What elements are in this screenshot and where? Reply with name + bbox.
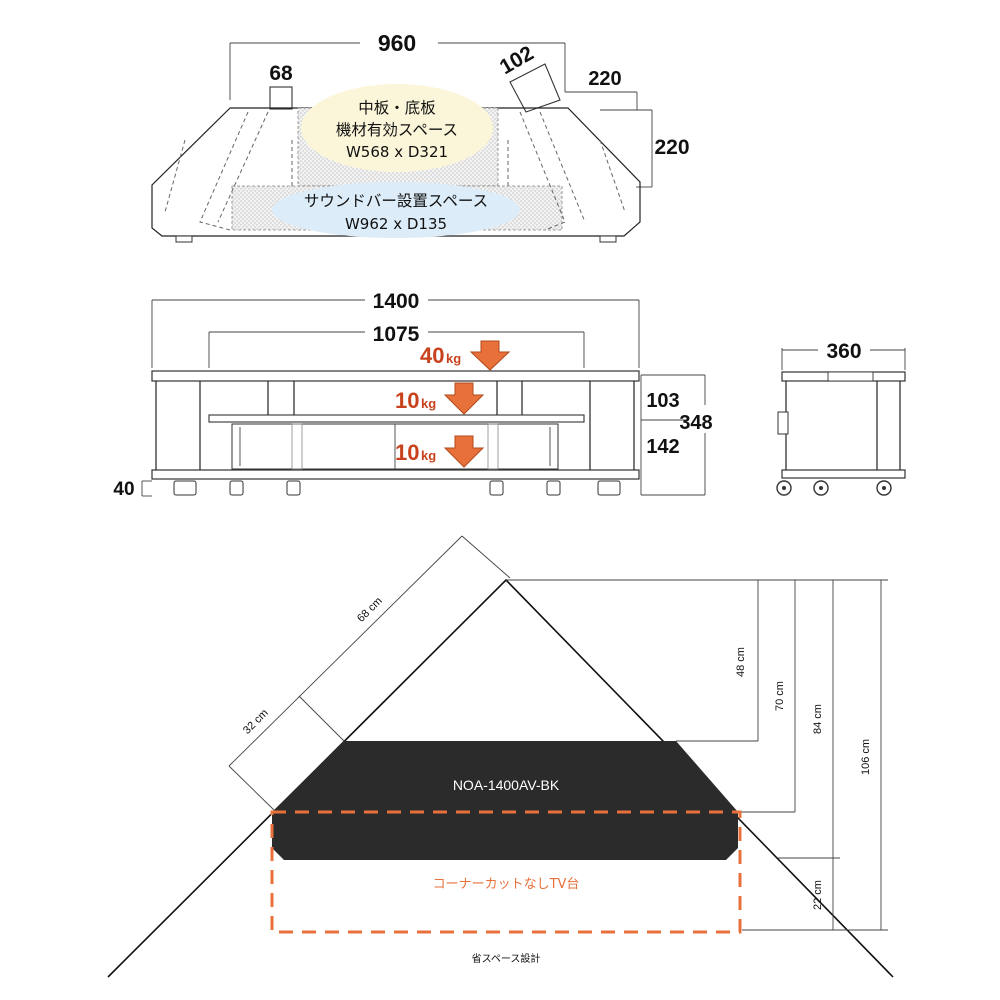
load-top: 40 kg [420, 340, 511, 371]
front-leg-height: 40 [113, 479, 134, 500]
load-bottom: 10 kg [395, 435, 485, 468]
model-name-label: NOA-1400AV-BK [453, 777, 560, 793]
height-22-label: 22 cm [812, 880, 824, 910]
regular-stand-outline [270, 810, 742, 934]
bubble1-line3: W568 x D321 [346, 143, 448, 161]
corner-tv-stand [272, 741, 738, 860]
top-view: 960 68 102 220 220 中板・底板 機材有効 [151, 30, 690, 243]
load-top-value: 40 [420, 343, 444, 368]
top-side-label-b: 220 [654, 136, 689, 159]
load-bottom-unit: kg [421, 448, 436, 463]
front-total-height: 348 [679, 412, 712, 434]
corner-view: 68 cm 32 cm 48 cm 70 cm 84 cm 106 cm 22 … [107, 535, 894, 978]
front-inner-width: 1075 [373, 323, 420, 346]
load-bottom-value: 10 [395, 440, 419, 465]
down-arrow-icon [469, 340, 511, 371]
diag-long-label: 68 cm [355, 595, 385, 625]
regular-stand-label: コーナーカットなしTV台 [433, 877, 580, 892]
side-depth-label: 360 [826, 340, 861, 363]
top-depth-label-a: 68 [269, 62, 293, 85]
side-view: 360 [776, 340, 906, 496]
down-arrow-icon [443, 382, 485, 415]
middle-shelf [208, 414, 585, 423]
bubble2-line2: W962 x D135 [345, 215, 447, 233]
load-top-unit: kg [446, 351, 461, 366]
bubble2-line1: サウンドバー設置スペース [304, 192, 488, 210]
front-lower-height: 142 [646, 436, 679, 458]
front-feet [173, 480, 621, 496]
angled-marker-block [509, 63, 561, 113]
soundbar-bubble [272, 182, 520, 238]
bottom-board [151, 469, 640, 480]
equipment-bubble [301, 84, 493, 172]
load-mid: 10 kg [395, 382, 485, 415]
depth-marker-block [269, 86, 293, 110]
height-84-label: 84 cm [812, 704, 824, 734]
front-view: 1400 1075 [113, 290, 712, 500]
foot-right [599, 235, 617, 243]
top-board [151, 370, 640, 382]
top-side-label-a: 220 [588, 68, 621, 90]
height-48-label: 48 cm [735, 647, 747, 677]
space-saving-caption: 省スペース設計 [472, 952, 541, 965]
front-total-width: 1400 [373, 290, 420, 313]
down-arrow-icon [443, 435, 485, 468]
bubble1-line2: 機材有効スペース [336, 121, 458, 139]
load-mid-value: 10 [395, 388, 419, 413]
foot-left [175, 235, 193, 243]
height-106-label: 106 cm [860, 739, 872, 775]
top-width-label: 960 [378, 30, 416, 56]
diag-short-label: 32 cm [241, 707, 271, 737]
bubble1-line1: 中板・底板 [358, 99, 436, 117]
casters [776, 480, 892, 496]
load-mid-unit: kg [421, 396, 436, 411]
front-upper-height: 103 [646, 390, 679, 412]
top-outline [151, 107, 641, 237]
height-70-label: 70 cm [774, 681, 786, 711]
